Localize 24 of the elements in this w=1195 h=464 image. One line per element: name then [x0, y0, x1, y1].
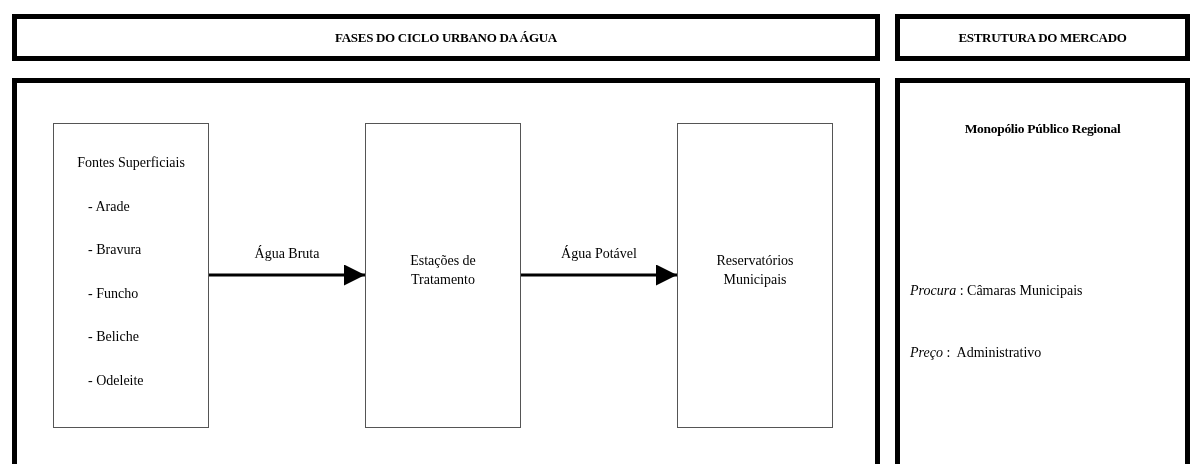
process-box [677, 123, 833, 428]
market-item: Procura : Câmaras Municipais [910, 283, 1083, 299]
header-box [12, 14, 880, 61]
list-item: - Odeleite [88, 373, 144, 389]
edge-label: Água Potável [559, 246, 639, 262]
market-item: Preço : Administrativo [910, 345, 1042, 361]
header-box [895, 14, 1190, 61]
arrow [521, 264, 677, 286]
process-box [365, 123, 521, 428]
panel-heading: Monopólio Público Regional [963, 121, 1122, 137]
list-item: - Funcho [88, 285, 139, 302]
list-item: - Arade [88, 198, 130, 215]
edge-label: Água Bruta [252, 246, 322, 262]
list-item: - Bravura [88, 242, 142, 259]
heading: FASES DO CICLO URBANO DA ÁGUA [335, 29, 557, 46]
box-text: Reservatórios Municipais [715, 251, 795, 289]
panel-box [895, 78, 1190, 464]
process-box [53, 123, 209, 428]
box-heading: Fontes Superficiais [76, 155, 186, 171]
arrow [209, 264, 365, 286]
box-text: Estações de Tratamento [409, 251, 477, 289]
heading: ESTRUTURA DO MERCADO [958, 29, 1127, 46]
panel-box [12, 78, 880, 464]
list-item: - Beliche [88, 329, 139, 346]
